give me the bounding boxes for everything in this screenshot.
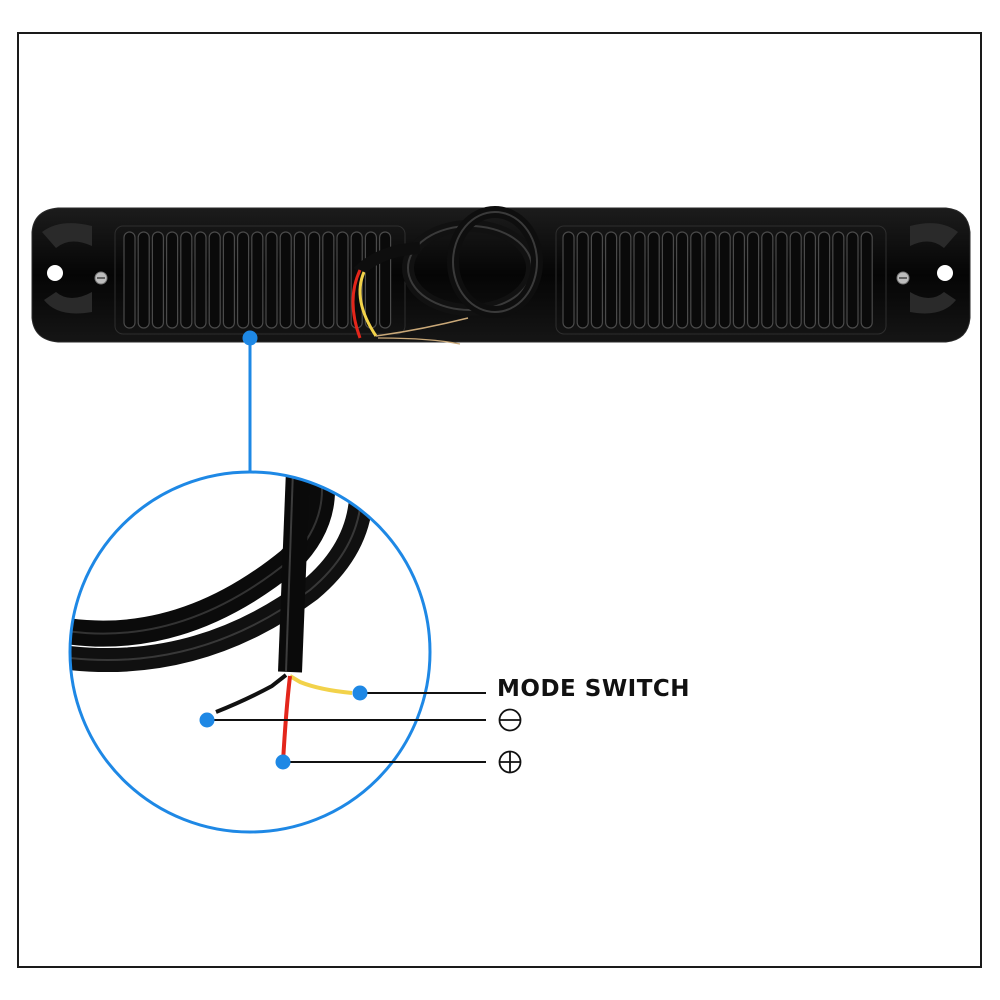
cooling-fin <box>576 231 589 329</box>
cooling-fin <box>308 231 321 329</box>
minus-in-circle-icon <box>498 708 522 732</box>
cooling-fin <box>180 231 193 329</box>
cooling-fin <box>208 231 221 329</box>
fin-panel-outline <box>555 225 887 335</box>
cooling-fin <box>322 231 335 329</box>
cooling-fin <box>293 231 306 329</box>
cooling-fin <box>364 231 377 329</box>
cooling-fin <box>817 231 831 329</box>
cooling-fin <box>379 231 392 329</box>
cooling-fin <box>732 231 746 329</box>
cooling-fin <box>704 231 717 329</box>
cooling-fin <box>562 231 575 329</box>
cooling-fin <box>746 231 760 329</box>
coiled-cable <box>351 206 543 345</box>
cooling-fin <box>194 231 207 329</box>
mode-switch-label: MODE SWITCH <box>497 676 691 702</box>
cooling-fin <box>860 231 873 329</box>
cooling-fin <box>789 231 802 329</box>
cooling-fin <box>633 231 646 329</box>
cooling-fin <box>265 231 278 329</box>
cooling-fin <box>279 231 292 329</box>
cooling-fin <box>675 231 689 329</box>
cooling-fin <box>251 231 264 329</box>
mounting-hole-left <box>42 223 108 314</box>
cooling-fin <box>151 231 164 329</box>
cooling-fin <box>661 231 675 329</box>
cooling-fin <box>166 231 179 329</box>
cooling-fin <box>775 231 788 329</box>
cooling-fin <box>619 231 632 329</box>
leader-positive <box>275 754 486 770</box>
cooling-fin <box>690 231 703 329</box>
cooling-fin <box>336 231 349 329</box>
cooling-fin <box>123 231 136 329</box>
cooling-fin <box>222 231 235 329</box>
mounting-hole-right <box>896 223 958 314</box>
leader-mode-switch <box>352 685 486 701</box>
cooling-fin <box>718 231 731 329</box>
zoom-detail-circle <box>68 470 432 834</box>
callout-connector <box>242 330 258 472</box>
cooling-fin <box>604 231 618 329</box>
led-light-bar <box>31 206 971 345</box>
cooling-fin <box>137 231 150 329</box>
cooling-fin <box>237 231 250 329</box>
cooling-fins <box>114 225 887 335</box>
cooling-fin <box>832 231 845 329</box>
cooling-fin <box>590 231 604 329</box>
cooling-fin <box>647 231 660 329</box>
leader-negative <box>199 712 486 728</box>
cooling-fin <box>761 231 774 329</box>
cooling-fin <box>803 231 817 329</box>
plus-in-circle-icon <box>498 750 522 774</box>
cooling-fin <box>846 231 859 329</box>
